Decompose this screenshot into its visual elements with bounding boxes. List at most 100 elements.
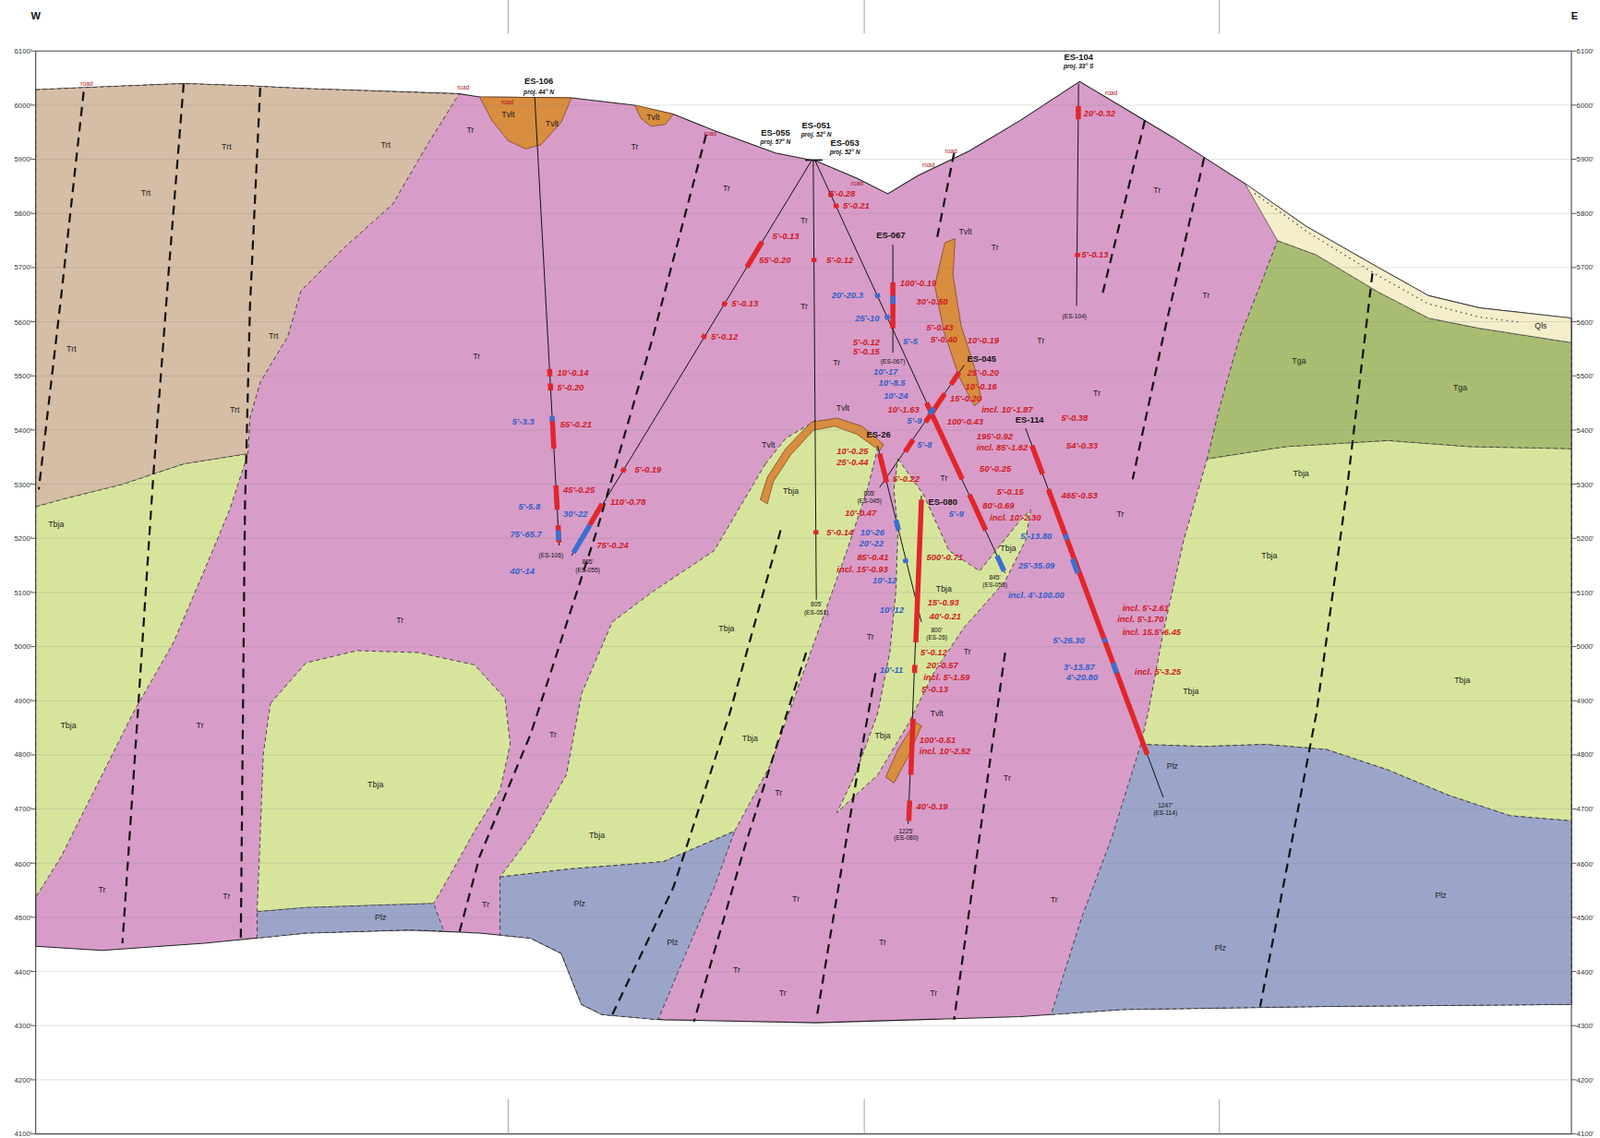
drillhole-name: ES-26 [866,430,891,439]
unit-code: Tr [774,789,782,798]
assay-interval: 5'-0.20 [556,383,584,392]
rock-unit: Tvlt [634,105,674,127]
road-label: road [944,147,957,155]
unit-code: Tr [800,302,808,312]
hole-depth: 845' [988,574,1000,581]
assay-interval-high: 10'-17 [873,368,898,377]
assay-interval: 5'-0.13 [1082,251,1109,260]
assay-interval: incl. 10'-2.30 [989,514,1042,523]
unit-code: Tr [472,352,481,361]
unit-code: Tr [929,990,938,999]
elevation-tick: 5500' [1576,372,1595,380]
hole-depth: (ES-067) [880,359,906,366]
assay-interval: incl. 5'-1.59 [923,673,970,682]
axis-ticks [30,50,1576,1134]
unit-code: Tr [630,144,638,153]
elevation-tick: 5700' [14,264,33,272]
unit-shape [1244,183,1572,343]
assay-interval: 10'-0.19 [967,336,999,345]
direction-label: W [30,11,40,22]
unit-outline [500,830,735,1020]
road-label: road [704,130,717,137]
projection-note: proj. 57° N [760,138,792,145]
projection-note: proj. 33° S [1063,63,1095,71]
section-frame [36,50,1572,1134]
assay-interval: 110'-0.78 [610,497,647,506]
assay-interval-high: 5'-13.80 [1020,531,1052,541]
unit-shape [500,830,735,1020]
unit-shape [257,903,445,939]
assay-interval: 5'-0.12 [826,255,854,265]
unit-code: Tr [1202,291,1210,301]
hole-depth: (ES-106) [539,553,565,560]
unit-outline [257,903,445,939]
unit-code: Tvlt [929,709,943,719]
assay-interval: 5'-0.15 [853,347,880,356]
unit-code: Tr [549,731,557,740]
unit-code: Tvlt [501,110,515,120]
projection-note: proj. 44° N [523,88,554,96]
elevation-tick: 4300' [1576,1022,1595,1030]
projection-note: proj. 52° N [830,148,861,156]
elevation-tick: 4400' [14,968,33,976]
unit-code: Tr [991,243,999,253]
unit-shape [634,105,674,127]
rock-unit: TvltTvlt [479,96,571,149]
unit-shape [836,458,1031,813]
elevation-tick: 4100' [1576,1130,1595,1138]
assay-interval: 5'-0.12 [920,648,948,657]
elevation-tick: 5700' [1576,264,1595,272]
unit-code: Tr [779,990,787,999]
unit-code: Tbja [742,735,758,745]
assay-interval: 5'-0.43 [926,323,954,332]
road-label: road [80,80,93,87]
unit-code: Plz [1166,762,1179,771]
rock-unit: Tvlt [885,721,922,783]
drillhole-name: ES-104 [1064,52,1094,61]
assay-interval: 25'-0.20 [967,369,999,378]
assay-interval: 195'-0.92 [976,432,1013,441]
unit-code: Tr [866,633,875,642]
unit-code: Tr [1093,389,1101,398]
hole-depth: 1225' [898,828,914,835]
hole-depth: 800' [930,626,942,634]
unit-code: Trt [141,190,151,199]
unit-outline [885,721,922,783]
assay-interval: 40'-0.19 [915,802,948,811]
road-label: road [922,162,935,169]
road-label: road [501,98,514,106]
elevation-tick: 5000' [14,643,33,651]
assay-interval-high: incl. 4'-100.00 [1008,591,1065,601]
assay-interval: 55'-0.20 [758,255,791,265]
unit-code: Tr [939,475,948,484]
assay-interval: 465'-0.53 [1060,491,1097,500]
unit-code: Tr [722,184,731,193]
unit-shape [479,96,571,149]
hole-depth: (ES-104) [1062,312,1088,320]
assay-interval: 75'-0.24 [597,541,629,550]
assay-interval: 5'-0.13 [772,232,800,241]
unit-shape [500,420,879,878]
unit-code: Tbja [367,781,384,790]
road-label: road [1105,89,1118,97]
assay-interval: 15'-0.20 [950,394,982,403]
unit-outline [36,454,249,899]
elevation-tick: 4800' [14,751,33,759]
hole-depth: 1247' [1157,803,1173,810]
unit-outline [257,650,511,913]
elevation-tick: 4500' [14,914,33,922]
unit-code: Tr [396,616,404,626]
unit-code: Plz [1215,944,1227,953]
elevation-tick: 4800' [1576,751,1595,759]
assay-interval-high: 5'-5.8 [517,502,541,511]
assay-interval: 20'-0.32 [1083,108,1116,118]
drillhole-name: ES-051 [802,120,831,130]
assay-interval: 25'-0.44 [836,457,868,467]
assay-interval: 10'-1.63 [888,405,920,414]
elevation-tick: 5400' [14,426,33,434]
unit-outline [1244,183,1572,343]
drillhole-name: ES-045 [967,354,997,363]
elevation-tick: 5400' [1576,426,1595,434]
hole-depth: (ES-051) [804,610,830,617]
